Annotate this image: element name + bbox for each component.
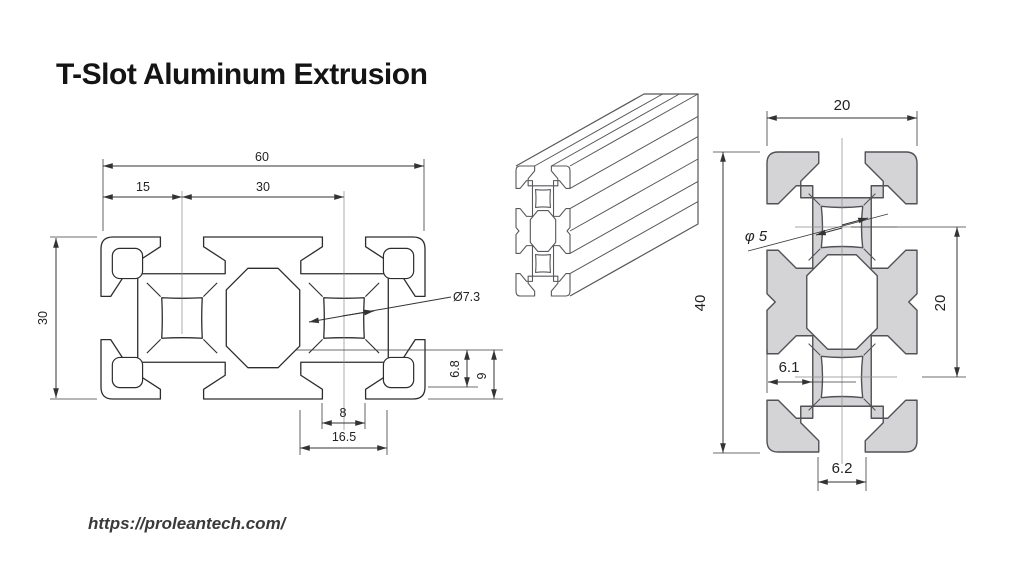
web-line <box>864 344 876 356</box>
web-line <box>147 283 161 297</box>
web-line <box>365 283 379 297</box>
left-drawing-3060: 60 15 30 30 Ø7.3 6.8 9 8 16.5 <box>36 150 503 455</box>
profile-3060-cross-section <box>101 237 425 399</box>
dim-label-height-40: 40 <box>692 295 709 312</box>
dim-label-overall-width-60: 60 <box>255 150 269 164</box>
iso-groove-line <box>569 158 699 232</box>
corner-bore-hole <box>112 248 142 278</box>
web-line <box>864 249 876 261</box>
web-line <box>809 194 821 206</box>
profile-outline <box>767 152 917 452</box>
isometric-extrusion-view <box>515 93 699 297</box>
web-line <box>864 399 876 411</box>
dim-label-bore-phi5: φ 5 <box>745 228 768 245</box>
web-line <box>147 339 161 353</box>
corner-bore-hole <box>112 357 142 387</box>
web-line <box>309 283 323 297</box>
dim-label-width-20: 20 <box>834 97 851 114</box>
dim-label-slot-offset-15: 15 <box>136 180 150 194</box>
iso-groove-line <box>534 93 663 167</box>
iso-groove-line <box>551 93 680 167</box>
source-url: https://proleantech.com/ <box>88 514 286 533</box>
iso-groove-line <box>569 201 699 275</box>
dim-label-chamber-width-16-5: 16.5 <box>332 430 356 444</box>
web-line <box>309 339 323 353</box>
iso-front-face <box>516 166 570 296</box>
corner-bore-hole <box>383 248 413 278</box>
web-line <box>203 283 217 297</box>
iso-groove-line <box>569 180 699 254</box>
iso-silhouette-fill <box>516 94 698 296</box>
iso-silhouette-edge <box>515 93 699 297</box>
web-line <box>365 339 379 353</box>
iso-groove-line <box>569 93 699 167</box>
profile-outline <box>101 237 425 399</box>
web-line <box>809 344 821 356</box>
profile-2040-cross-section <box>767 152 917 452</box>
right-drawing-2040: 20 40 φ 5 20 6.1 6.2 <box>692 97 966 491</box>
dim-label-bore-diameter: Ø7.3 <box>453 290 480 304</box>
left-dimension-lines <box>50 159 503 455</box>
corner-bore-hole <box>383 357 413 387</box>
page-title: T-Slot Aluminum Extrusion <box>56 58 428 91</box>
web-line <box>809 399 821 411</box>
dim-label-slot-opening-6-2: 6.2 <box>832 460 853 477</box>
dimension-line <box>341 309 375 317</box>
dimension-line <box>841 217 869 226</box>
dimension-line <box>815 227 843 236</box>
dim-label-slot-opening-8: 8 <box>340 406 347 420</box>
iso-groove-line <box>569 136 699 210</box>
dim-label-chamber-depth-6-8: 6.8 <box>448 360 462 377</box>
right-dimension-lines <box>713 111 966 491</box>
dim-label-overall-height-30: 30 <box>36 311 50 325</box>
dim-label-slot-pitch-20: 20 <box>932 295 949 312</box>
iso-groove-line <box>569 115 699 189</box>
web-line <box>203 339 217 353</box>
web-line <box>864 194 876 206</box>
web-line <box>809 249 821 261</box>
dimension-line <box>308 296 452 324</box>
dim-label-slot-pitch-30: 30 <box>256 180 270 194</box>
dim-label-slot-depth-9: 9 <box>475 372 489 379</box>
iso-front-profile <box>516 166 570 296</box>
dim-label-chamber-depth-6-1: 6.1 <box>779 359 800 376</box>
